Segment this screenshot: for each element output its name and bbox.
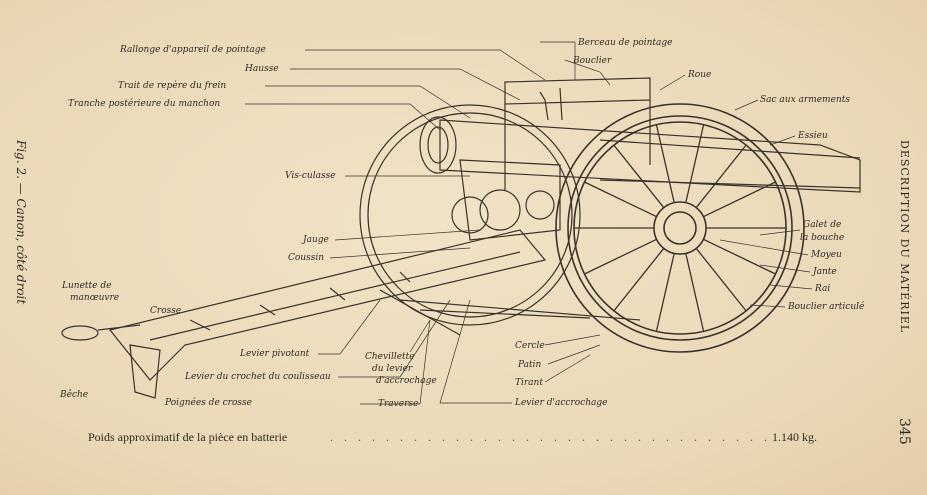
wheel-spoke: [584, 238, 657, 275]
wheel-spoke: [703, 238, 776, 275]
label-sac: Sac aux armements: [760, 95, 850, 105]
spade: [129, 344, 161, 399]
label-tirant: Tirant: [515, 378, 543, 388]
label-essieu: Essieu: [798, 131, 828, 141]
label-bouclier-articule: Bouclier articulé: [788, 302, 865, 312]
footer-label: Poids approximatif de la pièce en batter…: [88, 430, 288, 444]
wheel-spoke: [695, 247, 747, 312]
label-lunette-1: Lunette de: [62, 281, 112, 291]
wheel-spoke: [685, 253, 705, 332]
wheel-spoke: [685, 124, 705, 203]
label-lunette-2: manœuvre: [70, 293, 120, 303]
trail: [108, 229, 547, 381]
page-number: 345: [896, 418, 912, 445]
label-chevillette-1: Chevillette: [365, 352, 415, 362]
wheel-spoke: [695, 144, 747, 209]
label-traverse: Traverse: [378, 399, 419, 409]
lunette: [61, 325, 99, 341]
barrel: [439, 119, 861, 193]
label-levier-crochet: Levier du crochet du coulisseau: [185, 372, 331, 382]
label-chevillette-3: d'accrochage: [376, 376, 437, 386]
wheel-spoke: [655, 253, 675, 332]
label-crosse: Crosse: [150, 306, 182, 316]
label-coussin: Coussin: [288, 253, 325, 263]
leader-lines: [245, 41, 813, 405]
figure-caption: Fig. 2. — Canon, côté droit: [14, 140, 28, 305]
footer-leader-dots: . . . . . . . . . . . . . . . . . . . . …: [330, 430, 770, 444]
label-galet-2: la bouche: [800, 233, 845, 243]
wheel-spoke: [584, 181, 657, 218]
label-rai: Rai: [815, 284, 831, 294]
side-title: DESCRIPTION DU MATÉRIEL: [898, 140, 911, 334]
wheel-spoke: [703, 181, 776, 218]
label-vis-culasse: Vis-culasse: [285, 171, 336, 181]
near-wheel-spokes: [574, 124, 786, 332]
label-beche: Bêche: [60, 390, 89, 400]
wheel-spoke: [613, 144, 665, 209]
label-cercle: Cercle: [515, 341, 545, 351]
footer-value: 1.140 kg.: [772, 430, 817, 444]
label-bouclier: Bouclier: [573, 56, 612, 66]
label-trait: Trait de repère du frein: [118, 81, 227, 91]
label-hausse: Hausse: [245, 64, 279, 74]
label-poignees: Poignées de crosse: [165, 398, 252, 408]
shield: [504, 77, 651, 105]
label-chevillette-2: du levier: [372, 364, 413, 374]
label-berceau: Berceau de pointage: [578, 38, 673, 48]
wheel-spoke: [613, 247, 665, 312]
label-jauge: Jauge: [303, 235, 329, 245]
label-tranche: Tranche postérieure du manchon: [68, 99, 221, 109]
label-levier-pivotant: Levier pivotant: [240, 349, 310, 359]
label-roue: Roue: [688, 70, 712, 80]
label-levier-accrochage: Levier d'accrochage: [515, 398, 608, 408]
label-moyeu: Moyeu: [811, 250, 842, 260]
label-rallonge: Rallonge d'appareil de pointage: [120, 45, 266, 55]
label-jante: Jante: [813, 267, 837, 277]
wheel-spoke: [655, 124, 675, 203]
label-patin: Patin: [518, 360, 542, 370]
far-wheel: [359, 104, 581, 326]
label-galet-1: Galet de: [803, 220, 842, 230]
